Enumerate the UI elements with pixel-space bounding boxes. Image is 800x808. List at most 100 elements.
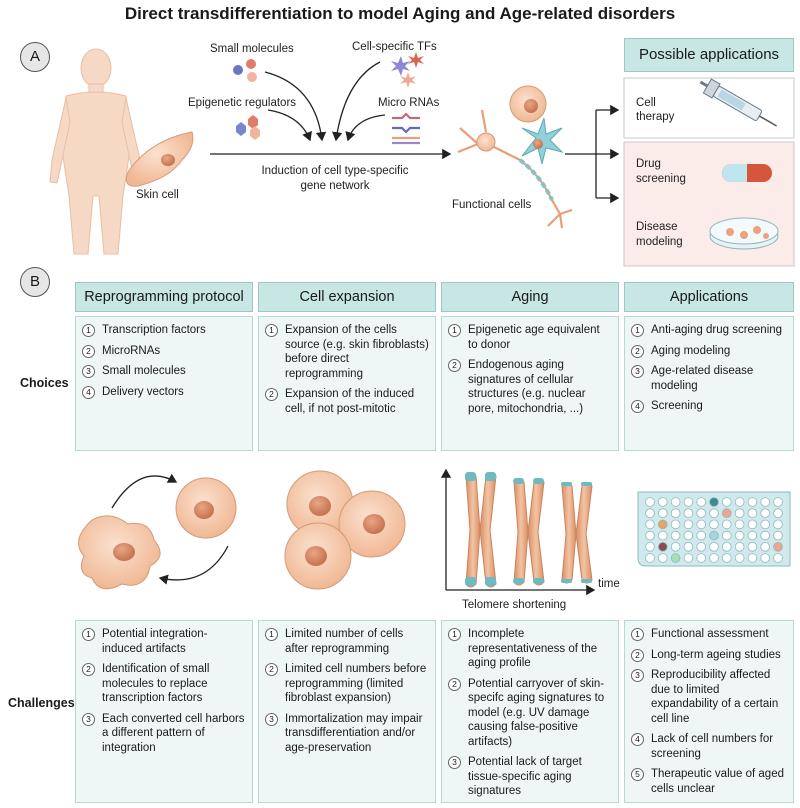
capsule-icon	[722, 164, 772, 182]
number-badge: 1	[631, 324, 644, 337]
well-plate-wells	[645, 497, 783, 563]
possible-applications-header: Possible applications	[624, 38, 794, 72]
well	[734, 508, 745, 519]
well	[683, 508, 694, 519]
number-badge: 3	[448, 756, 461, 769]
well	[709, 519, 719, 530]
well	[670, 553, 681, 563]
well	[747, 530, 758, 541]
number-badge: 4	[631, 400, 644, 413]
drug-screening-label-2: screening	[636, 173, 686, 185]
induction-label-line2: gene network	[300, 180, 370, 192]
well	[645, 497, 655, 507]
drug-screening-label-1: Drug	[636, 158, 661, 170]
well	[721, 553, 732, 563]
well	[760, 553, 770, 563]
number-badge: 1	[448, 324, 461, 337]
well	[760, 519, 770, 530]
number-badge: 3	[265, 712, 278, 726]
transcription-factors-icon	[391, 52, 424, 88]
converted-cell-icon	[175, 477, 237, 539]
telomere-axes	[440, 468, 596, 596]
well	[696, 553, 706, 563]
well	[760, 508, 770, 519]
well	[696, 497, 706, 507]
well	[760, 497, 770, 507]
well	[721, 519, 732, 530]
well	[773, 497, 783, 507]
induction-label-line1: Induction of cell type-specific	[261, 165, 409, 177]
well	[683, 497, 694, 507]
number-badge: 2	[448, 359, 461, 372]
well	[657, 497, 668, 507]
disease-modeling-label-1: Disease	[636, 221, 678, 233]
well	[747, 497, 758, 507]
expanded-cells-icon	[284, 470, 406, 590]
skin-cell-icon	[125, 131, 194, 187]
well	[747, 553, 758, 563]
number-badge: 1	[265, 628, 278, 641]
well	[645, 553, 655, 563]
skin-cell-label: Skin cell	[136, 189, 179, 201]
petri-dish-icon	[709, 217, 779, 250]
disease-modeling-label-2: modeling	[636, 236, 683, 248]
application-arrows	[565, 104, 620, 204]
well	[683, 519, 694, 530]
chromosome-icon-1	[465, 472, 497, 588]
fibroblast-cell-icon	[78, 515, 161, 590]
well	[670, 508, 681, 519]
chromosome-icon-3	[561, 482, 593, 584]
micro-rnas-label: Micro RNAs	[378, 97, 440, 109]
well	[683, 541, 694, 552]
well	[657, 530, 668, 541]
well	[645, 530, 655, 541]
well	[747, 519, 758, 530]
number-badge: 3	[631, 669, 644, 682]
time-axis-label: time	[598, 578, 620, 590]
well	[734, 541, 745, 552]
cell-therapy-label-1: Cell	[636, 97, 656, 109]
well	[696, 530, 706, 541]
number-badge: 2	[631, 344, 644, 358]
number-badge: 1	[265, 324, 278, 337]
number-badge: 4	[631, 733, 644, 746]
well	[773, 553, 783, 563]
number-badge: 2	[82, 663, 95, 676]
converging-arrows	[264, 61, 386, 142]
well	[709, 553, 719, 563]
well	[696, 541, 706, 552]
well	[773, 508, 783, 519]
well	[734, 497, 745, 507]
well	[734, 519, 745, 530]
well	[760, 530, 770, 541]
challenges-row-label: Challenges	[8, 696, 75, 710]
well	[734, 553, 745, 563]
well	[773, 530, 783, 541]
well	[645, 519, 655, 530]
number-badge: 1	[82, 324, 95, 337]
well	[670, 497, 681, 507]
chromosome-icon-2	[513, 478, 545, 586]
header-aging: Aging	[441, 282, 619, 312]
